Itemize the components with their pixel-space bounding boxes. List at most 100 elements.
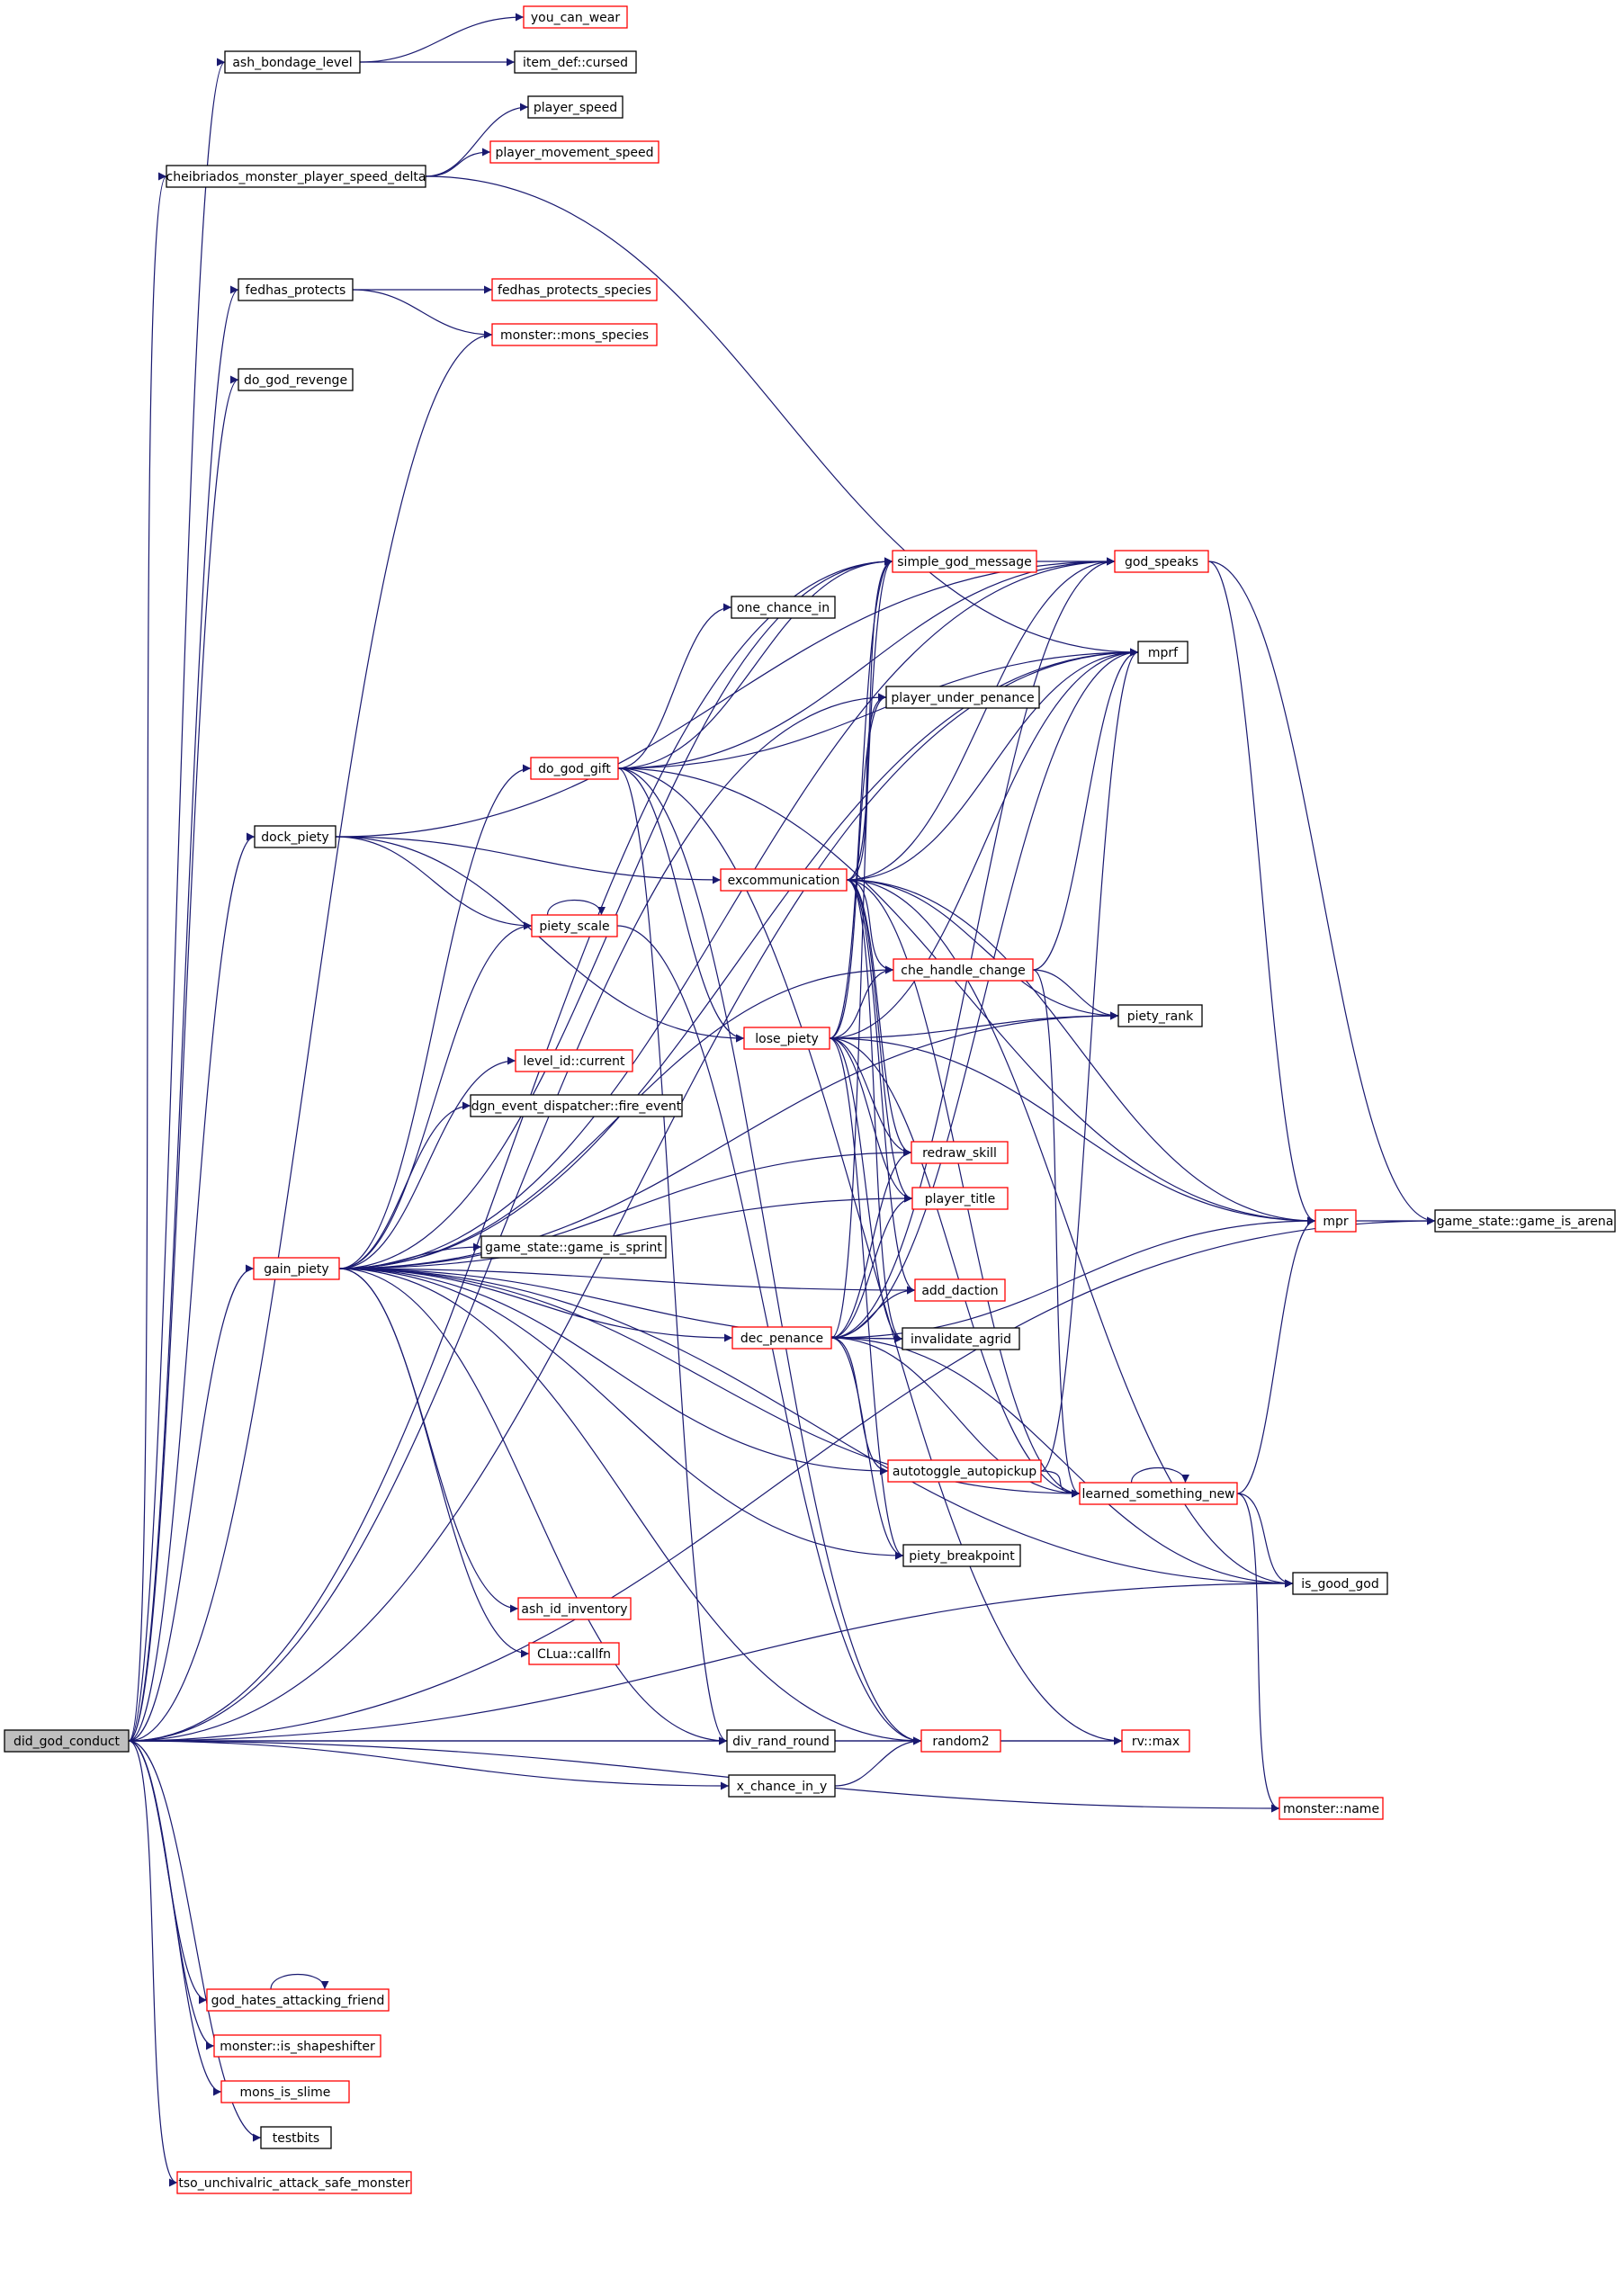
node-box bbox=[728, 1774, 836, 1798]
node-ash-bondage-level[interactable]: ash_bondage_level bbox=[224, 50, 361, 74]
node-simple-god-message[interactable]: simple_god_message bbox=[892, 550, 1037, 573]
edge-excommunication-to-is_good_god bbox=[846, 879, 1294, 1588]
node-player-title[interactable]: player_title bbox=[911, 1187, 1009, 1210]
node-monster-name[interactable]: monster::name bbox=[1279, 1797, 1384, 1820]
node-add-daction[interactable]: add_daction bbox=[914, 1278, 1006, 1302]
node-box bbox=[892, 550, 1037, 573]
node-learned-something-new[interactable]: learned_something_new bbox=[1079, 1482, 1238, 1505]
node-invalidate-agrid[interactable]: invalidate_agrid bbox=[902, 1327, 1020, 1350]
edge-gain_piety-to-piety_rank bbox=[338, 1011, 1119, 1269]
node-mpr[interactable]: mpr bbox=[1314, 1209, 1357, 1233]
edge-learned_something_new-to-is_good_god bbox=[1236, 1493, 1294, 1588]
node-do-god-revenge[interactable]: do_god_revenge bbox=[238, 368, 354, 391]
edge-gain_piety-to-fire_event bbox=[338, 1101, 471, 1269]
node-cheibriados[interactable]: cheibriados_monster_player_speed_delta bbox=[166, 165, 426, 188]
node-box bbox=[470, 1094, 683, 1117]
node-random2[interactable]: random2 bbox=[920, 1729, 1001, 1753]
edge-dec_penance-to-player_title bbox=[830, 1194, 913, 1339]
node-label: ash_bondage_level bbox=[232, 56, 352, 70]
node-label: level_id::current bbox=[523, 1054, 625, 1069]
node-label: do_god_gift bbox=[538, 762, 611, 776]
node-box bbox=[489, 140, 659, 164]
node-label: god_hates_attacking_friend bbox=[211, 1994, 385, 2008]
node-lose-piety[interactable]: lose_piety bbox=[743, 1027, 830, 1050]
edge-gain_piety-to-player_title bbox=[338, 1194, 913, 1269]
node-fedhas-protects-species[interactable]: fedhas_protects_species bbox=[491, 278, 658, 301]
node-label: gain_piety bbox=[264, 1262, 328, 1277]
node-player-speed[interactable]: player_speed bbox=[527, 95, 624, 119]
node-dec-penance[interactable]: dec_penance bbox=[731, 1326, 832, 1350]
node-piety-rank[interactable]: piety_rank bbox=[1117, 1004, 1203, 1027]
node-game-is-sprint[interactable]: game_state::game_is_sprint bbox=[480, 1235, 667, 1259]
node-label: learned_something_new bbox=[1081, 1487, 1234, 1502]
edge-did_god_conduct-to-simple_god_message bbox=[128, 557, 893, 1742]
node-redraw-skill[interactable]: redraw_skill bbox=[911, 1141, 1009, 1164]
node-box bbox=[238, 368, 354, 391]
node-box bbox=[911, 1187, 1009, 1210]
node-fire-event[interactable]: dgn_event_dispatcher::fire_event bbox=[470, 1094, 683, 1117]
node-label: random2 bbox=[932, 1735, 989, 1749]
node-label: simple_god_message bbox=[897, 555, 1031, 570]
node-clua-callfn[interactable]: CLua::callfn bbox=[528, 1642, 620, 1665]
node-mons-species[interactable]: monster::mons_species bbox=[491, 323, 658, 346]
node-fedhas-protects[interactable]: fedhas_protects bbox=[238, 278, 354, 301]
node-label: item_def::cursed bbox=[523, 56, 628, 70]
edge-god_speaks-to-game_is_arena bbox=[1207, 561, 1436, 1225]
node-mons-is-slime[interactable]: mons_is_slime bbox=[220, 2080, 350, 2103]
node-label: fedhas_protects bbox=[246, 283, 346, 298]
node-testbits[interactable]: testbits bbox=[260, 2126, 332, 2149]
node-god-speaks[interactable]: god_speaks bbox=[1114, 550, 1209, 573]
node-label: add_daction bbox=[921, 1284, 998, 1298]
node-is-good-god[interactable]: is_good_god bbox=[1292, 1572, 1388, 1595]
node-god-hates-attacking-friend[interactable]: god_hates_attacking_friend bbox=[206, 1988, 390, 2012]
edge-do_god_gift-to-one_chance_in bbox=[617, 603, 732, 769]
edge-gain_piety-to-che_handle_change bbox=[338, 965, 894, 1269]
edge-lose_piety-to-piety_breakpoint bbox=[829, 1037, 904, 1560]
edge-did_god_conduct-to-cheibriados bbox=[128, 172, 167, 1742]
node-is-shapeshifter[interactable]: monster::is_shapeshifter bbox=[213, 2034, 381, 2058]
node-box bbox=[893, 958, 1034, 982]
node-piety-scale[interactable]: piety_scale bbox=[531, 914, 618, 937]
node-div-rand-round[interactable]: div_rand_round bbox=[726, 1729, 836, 1753]
node-rv-max[interactable]: rv::max bbox=[1121, 1729, 1190, 1753]
edge-gain_piety-to-div_rand_round bbox=[338, 1268, 728, 1745]
edge-x_chance_in_y-to-random2 bbox=[834, 1736, 922, 1787]
edge-dec_penance-to-piety_breakpoint bbox=[830, 1337, 904, 1560]
edge-lose_piety-to-mprf bbox=[829, 648, 1139, 1039]
edge-che_handle_change-to-learned_something_new bbox=[1032, 969, 1081, 1498]
node-label: monster::name bbox=[1283, 1802, 1379, 1816]
node-did-god-conduct[interactable]: did_god_conduct bbox=[4, 1729, 130, 1753]
node-box bbox=[491, 278, 658, 301]
node-che-handle-change[interactable]: che_handle_change bbox=[893, 958, 1034, 982]
node-label: mons_is_slime bbox=[240, 2085, 331, 2100]
edge-god_speaks-to-mpr bbox=[1207, 561, 1316, 1225]
node-ash-id-inventory[interactable]: ash_id_inventory bbox=[517, 1597, 632, 1620]
node-gain-piety[interactable]: gain_piety bbox=[253, 1257, 340, 1280]
node-box bbox=[914, 1278, 1006, 1302]
node-player-movement-speed[interactable]: player_movement_speed bbox=[489, 140, 659, 164]
edge-cheibriados-to-player_speed bbox=[425, 103, 529, 177]
node-piety-breakpoint[interactable]: piety_breakpoint bbox=[902, 1544, 1021, 1567]
node-mprf[interactable]: mprf bbox=[1137, 641, 1189, 664]
node-do-god-gift[interactable]: do_god_gift bbox=[530, 757, 619, 780]
node-label: do_god_revenge bbox=[244, 373, 347, 388]
edge-did_god_conduct-to-testbits bbox=[128, 1740, 262, 2142]
node-you-can-wear[interactable]: you_can_wear bbox=[523, 5, 628, 29]
node-item-def-cursed[interactable]: item_def::cursed bbox=[514, 50, 637, 74]
node-game-is-arena[interactable]: game_state::game_is_arena bbox=[1434, 1209, 1616, 1233]
node-tso-unchivalric[interactable]: tso_unchivalric_attack_safe_monster bbox=[176, 2171, 412, 2194]
node-level-id-current[interactable]: level_id::current bbox=[515, 1049, 633, 1072]
node-dock-piety[interactable]: dock_piety bbox=[254, 825, 336, 848]
node-player-under-penance[interactable]: player_under_penance bbox=[885, 686, 1040, 709]
node-label: game_state::game_is_arena bbox=[1437, 1215, 1614, 1229]
node-excommunication[interactable]: excommunication bbox=[720, 868, 848, 892]
node-label: CLua::callfn bbox=[537, 1647, 611, 1662]
node-autotoggle-autopickup[interactable]: autotoggle_autopickup bbox=[887, 1459, 1042, 1483]
edge-gain_piety-to-random2 bbox=[338, 1268, 922, 1745]
node-x-chance-in-y[interactable]: x_chance_in_y bbox=[728, 1774, 836, 1798]
edge-lose_piety-to-player_title bbox=[829, 1037, 913, 1203]
node-box bbox=[720, 868, 848, 892]
node-one-chance-in[interactable]: one_chance_in bbox=[731, 596, 836, 619]
edge-did_god_conduct-to-player_under_penance bbox=[128, 693, 887, 1742]
edge-lose_piety-to-redraw_skill bbox=[829, 1037, 912, 1157]
